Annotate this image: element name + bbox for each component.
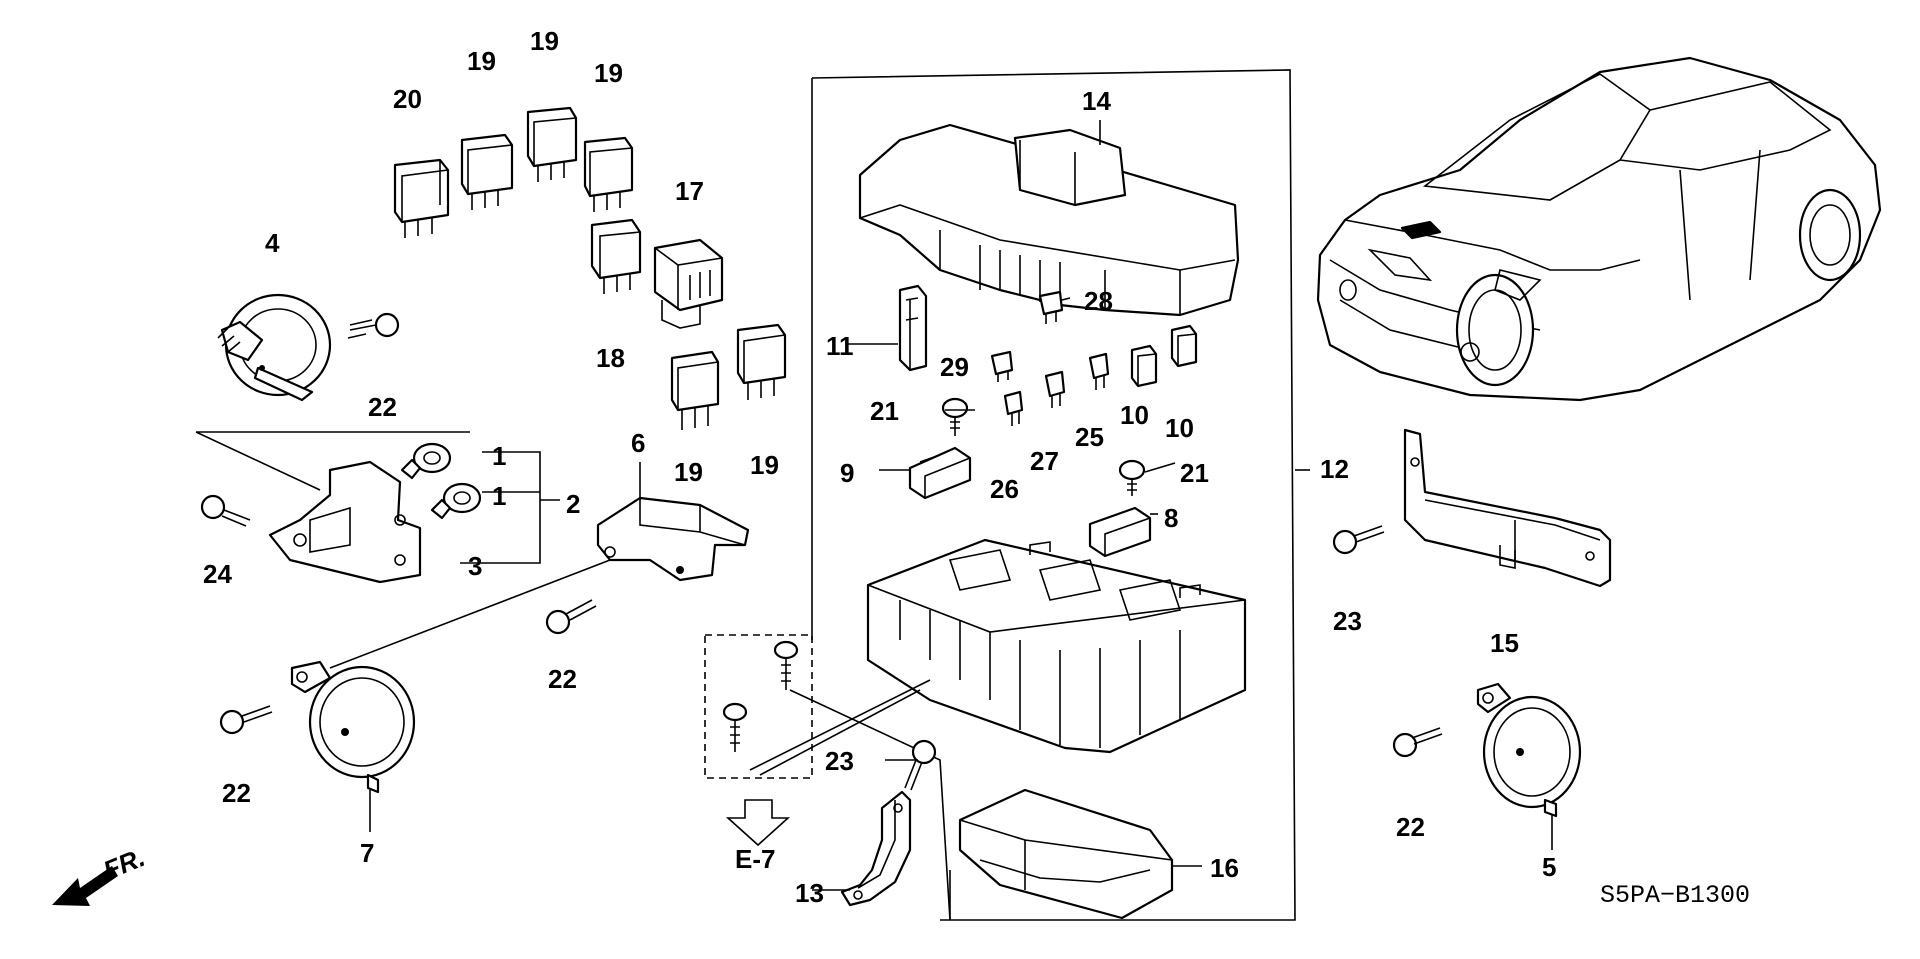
screw-21-b <box>1118 459 1146 496</box>
clip-1-a <box>400 442 452 480</box>
horn-4 <box>217 293 332 402</box>
fuse-28 <box>1038 290 1064 324</box>
callout-leaders <box>369 120 1553 891</box>
relay-19-d <box>670 350 720 430</box>
leader-horn4-bracket <box>195 431 470 491</box>
bolt-22-c <box>219 705 273 735</box>
bolt-22-a <box>347 312 400 339</box>
fuse-27 <box>1044 370 1066 408</box>
fuse-10-a <box>1130 344 1158 388</box>
callout-22-a: 22 <box>368 392 397 422</box>
callout-1-b: 1 <box>492 481 506 511</box>
fuse-26 <box>1003 390 1024 426</box>
callout-23-a: 23 <box>825 746 854 776</box>
bolt-group-box <box>704 634 813 779</box>
callout-7: 7 <box>360 838 374 868</box>
bolt-22-d <box>1392 727 1443 758</box>
leader-bracket6-horn7 <box>329 559 611 669</box>
bolt-23-b <box>1332 525 1385 555</box>
fuse-25 <box>1088 352 1110 390</box>
callout-10-b: 10 <box>1165 413 1194 443</box>
callout-16: 16 <box>1210 853 1239 883</box>
bolt-23-a <box>904 739 937 791</box>
callout-19-e: 19 <box>750 450 779 480</box>
callout-17: 17 <box>675 176 704 206</box>
callout-18: 18 <box>596 343 625 373</box>
callout-19-a: 19 <box>467 46 496 76</box>
callout-24: 24 <box>203 559 232 589</box>
relay-19-e <box>736 323 787 400</box>
front-direction-arrow <box>52 866 118 906</box>
relay-19-b <box>526 106 578 182</box>
callout-3: 3 <box>468 551 482 581</box>
callout-26: 26 <box>990 474 1019 504</box>
callout-20: 20 <box>393 84 422 114</box>
callout-9: 9 <box>840 458 854 488</box>
callout-2: 2 <box>566 489 580 519</box>
leader-base-cover16 <box>789 689 951 921</box>
fuse-29 <box>990 350 1014 382</box>
callout-12: 12 <box>1320 454 1349 484</box>
fuse-box-cover-14 <box>858 123 1240 317</box>
diagram-code: S5PA−B1300 <box>1600 881 1750 910</box>
vehicle-illustration <box>1316 56 1882 402</box>
horn-7 <box>290 660 416 794</box>
screw-21-a <box>941 397 969 436</box>
relay-19-c <box>583 136 634 212</box>
bracket-13 <box>840 790 912 907</box>
fuse-box-base <box>866 538 1247 754</box>
horn-5 <box>1476 682 1582 818</box>
callout-8: 8 <box>1164 503 1178 533</box>
callout-22-b: 22 <box>548 664 577 694</box>
cover-16 <box>958 788 1174 920</box>
callout-10-a: 10 <box>1120 400 1149 430</box>
bolt-22-b <box>545 599 597 635</box>
callout-15: 15 <box>1490 628 1519 658</box>
fuse-11 <box>898 284 928 372</box>
callout-4: 4 <box>265 228 280 258</box>
reference-arrow <box>725 799 791 847</box>
callout-28: 28 <box>1084 286 1113 316</box>
block-8 <box>1088 506 1152 558</box>
callout-5: 5 <box>1542 852 1556 882</box>
relay-17 <box>653 238 724 329</box>
callout-21-b: 21 <box>1180 458 1209 488</box>
callout-27: 27 <box>1030 446 1059 476</box>
callout-25: 25 <box>1075 422 1104 452</box>
bracket-6 <box>596 496 750 582</box>
callout-1-a: 1 <box>492 441 506 471</box>
callout-6: 6 <box>631 428 645 458</box>
callout-22-c: 22 <box>222 778 251 808</box>
callout-13: 13 <box>795 878 824 908</box>
block-9 <box>908 446 972 500</box>
callout-19-d: 19 <box>674 457 703 487</box>
callout-21-a: 21 <box>870 396 899 426</box>
clip-1-b <box>430 482 482 520</box>
callout-19-c: 19 <box>594 58 623 88</box>
callout-14: 14 <box>1082 86 1111 116</box>
bolt-24 <box>200 494 251 527</box>
callout-22-d: 22 <box>1396 812 1425 842</box>
relay-19-a <box>460 133 514 210</box>
reference-label: E-7 <box>735 844 775 874</box>
callout-labels: 1 1 2 3 4 5 6 7 8 9 10 10 11 12 13 14 15… <box>203 26 1556 908</box>
bracket-3 <box>268 460 422 584</box>
relay-18 <box>590 218 642 294</box>
leader-base-bolts <box>749 679 931 776</box>
callout-23-b: 23 <box>1333 606 1362 636</box>
fuse-10-b <box>1170 324 1198 368</box>
bracket-15 <box>1403 428 1612 588</box>
callout-19-b: 19 <box>530 26 559 56</box>
relay-20 <box>393 158 450 238</box>
callout-29: 29 <box>940 352 969 382</box>
callout-11: 11 <box>826 331 854 361</box>
